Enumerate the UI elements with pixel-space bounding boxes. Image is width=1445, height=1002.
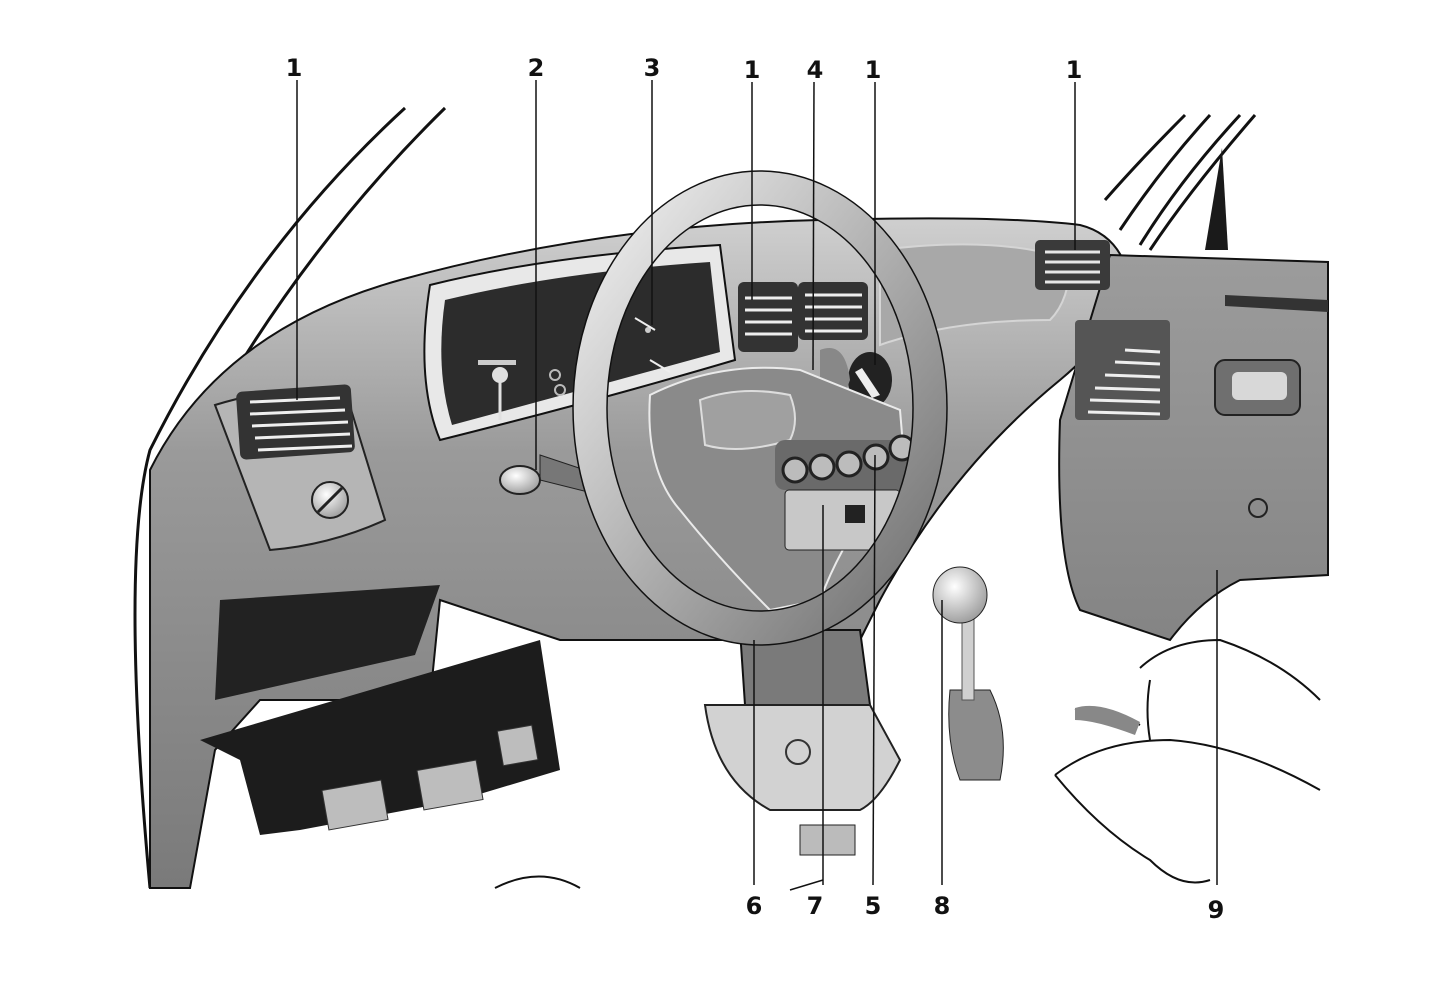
switch-panel	[775, 434, 920, 490]
callout-9-passenger: 9	[1207, 896, 1225, 924]
callout-4-ignition: 4	[806, 56, 824, 84]
callout-7-heater: 7	[806, 892, 824, 920]
centre-vents	[738, 282, 868, 352]
right-side-vent	[1035, 240, 1110, 290]
door-vent	[1075, 320, 1170, 420]
centre-console	[703, 629, 902, 856]
callout-1-centre-vent-right: 1	[864, 56, 882, 84]
leader-lines	[296, 80, 1218, 891]
heater-controls	[784, 489, 901, 551]
pedals	[321, 724, 539, 831]
seat-outlines	[494, 638, 1321, 889]
door-handle	[1232, 372, 1287, 400]
a-pillar-right	[1103, 113, 1257, 251]
door-top-strip	[1225, 295, 1328, 312]
gear-lever	[932, 566, 1004, 781]
callout-8-gear-lever: 8	[933, 892, 951, 920]
handbrake	[1075, 705, 1140, 735]
steering-wheel-rim	[573, 171, 947, 645]
door-panel	[1058, 253, 1329, 642]
left-side-vent	[213, 384, 387, 552]
callout-2-stalk: 2	[527, 54, 545, 82]
callout-3-instruments: 3	[643, 54, 661, 82]
callout-5-switches: 5	[864, 892, 882, 920]
horn-pad	[698, 390, 796, 450]
callout-1-right-vent: 1	[1065, 56, 1083, 84]
callout-1-left-vent: 1	[285, 54, 303, 82]
lower-left-panel	[215, 585, 440, 700]
windscreen-pillar-dark	[1205, 148, 1228, 250]
callout-6-console: 6	[745, 892, 763, 920]
callout-1-centre-vent-left: 1	[743, 56, 761, 84]
door-lock-button	[1248, 498, 1268, 518]
